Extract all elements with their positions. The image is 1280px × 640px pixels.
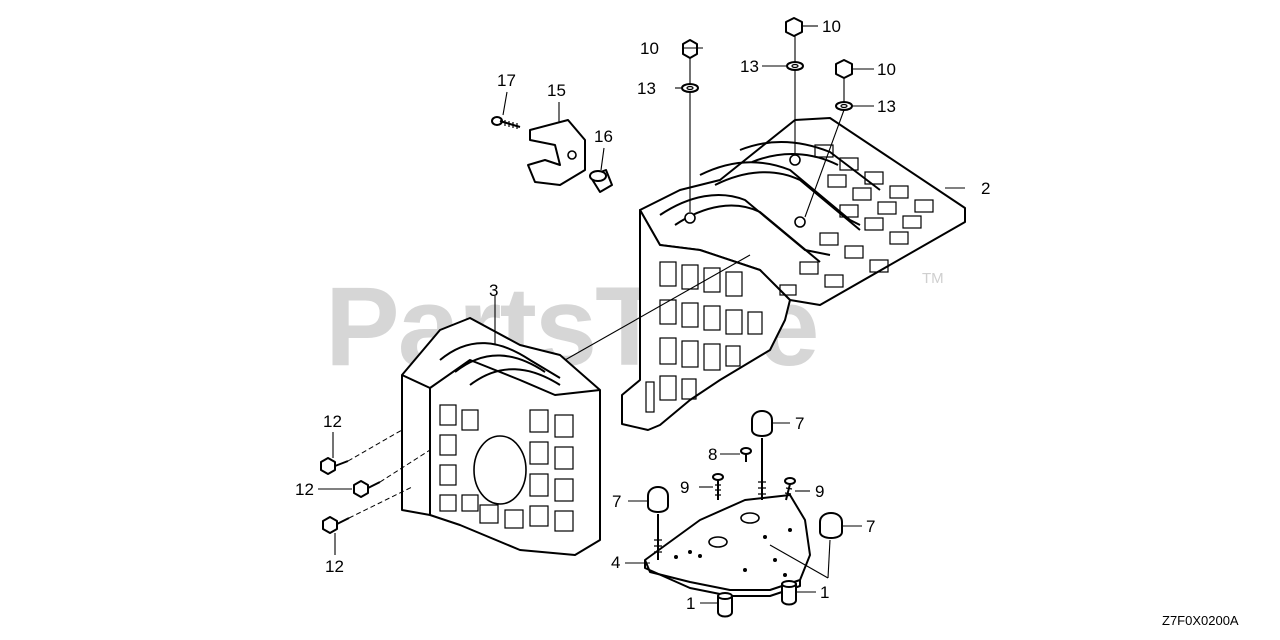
callout-13: 13 <box>637 79 656 98</box>
part-10-nut[interactable] <box>835 59 853 79</box>
part-12-flange-bolt[interactable] <box>353 480 381 498</box>
part-8-screw[interactable] <box>740 447 752 462</box>
part-1-collar[interactable] <box>781 580 797 606</box>
callout-10: 10 <box>822 17 841 36</box>
part-13-washer[interactable] <box>681 83 699 93</box>
callout-16: 16 <box>594 127 613 146</box>
callout-3: 3 <box>489 281 498 300</box>
callout-13: 13 <box>877 97 896 116</box>
callout-12: 12 <box>323 412 342 431</box>
part-3-guard-frame[interactable] <box>401 317 601 556</box>
callout-9: 9 <box>680 478 689 497</box>
part-10-nut[interactable] <box>785 17 803 37</box>
callout-15: 15 <box>547 81 566 100</box>
callout-7: 7 <box>795 414 804 433</box>
part-13-washer[interactable] <box>786 61 804 71</box>
part-17-bolt[interactable] <box>491 116 521 129</box>
part-15-bracket[interactable] <box>527 119 586 186</box>
part-9-tapping-screw[interactable] <box>784 477 796 501</box>
part-12-flange-bolt[interactable] <box>320 457 349 475</box>
callout-labels: 1 1 2 3 4 7 7 7 8 9 9 10 10 10 12 12 12 … <box>295 17 990 613</box>
watermark-trademark: TM <box>922 270 944 287</box>
leader-lines <box>318 25 965 604</box>
part-12-flange-bolt[interactable] <box>322 516 350 534</box>
callout-7: 7 <box>866 517 875 536</box>
callout-9: 9 <box>815 482 824 501</box>
callout-8: 8 <box>708 445 717 464</box>
callout-1: 1 <box>686 594 695 613</box>
part-7-rubber-mount[interactable] <box>751 410 773 500</box>
part-16-collar-nut[interactable] <box>589 169 613 193</box>
callout-17: 17 <box>497 71 516 90</box>
callout-12: 12 <box>295 480 314 499</box>
callout-4: 4 <box>611 553 620 572</box>
callout-1: 1 <box>820 583 829 602</box>
part-1-collar[interactable] <box>717 592 733 618</box>
callout-10: 10 <box>640 39 659 58</box>
callout-12: 12 <box>325 557 344 576</box>
part-7-rubber-mount[interactable] <box>819 512 843 539</box>
part-9-tapping-screw[interactable] <box>712 473 724 500</box>
callout-2: 2 <box>981 179 990 198</box>
callout-7: 7 <box>612 492 621 511</box>
diagram-code: Z7F0X0200A <box>1162 613 1239 628</box>
part-2-frame[interactable] <box>621 117 966 431</box>
callout-13: 13 <box>740 57 759 76</box>
part-13-washer[interactable] <box>835 101 853 111</box>
part-7-rubber-mount[interactable] <box>647 486 669 560</box>
callout-10: 10 <box>877 60 896 79</box>
part-10-nut[interactable] <box>682 39 698 59</box>
